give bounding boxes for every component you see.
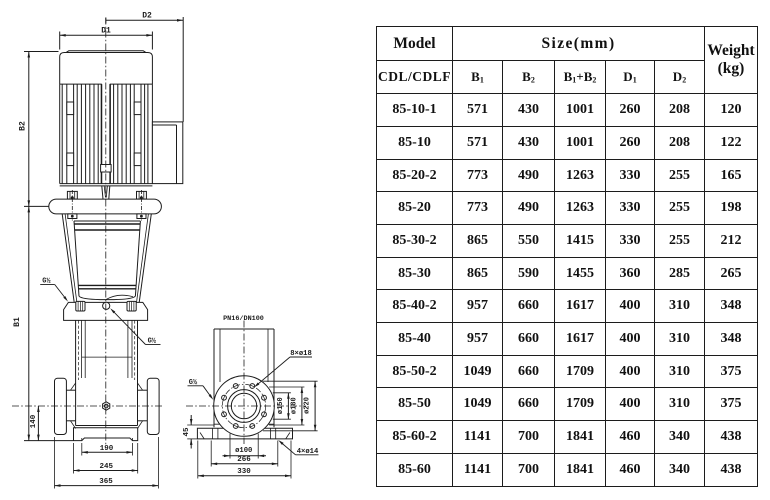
svg-text:4×ø14: 4×ø14 xyxy=(297,448,319,456)
svg-text:G½: G½ xyxy=(189,379,198,387)
svg-text:140: 140 xyxy=(30,414,38,428)
svg-text:G½: G½ xyxy=(42,278,51,286)
svg-text:8×ø18: 8×ø18 xyxy=(290,350,312,358)
svg-text:ø100: ø100 xyxy=(235,447,252,455)
svg-text:D2: D2 xyxy=(142,12,152,21)
svg-text:365: 365 xyxy=(99,478,113,486)
svg-text:B1: B1 xyxy=(13,317,22,327)
svg-text:G½: G½ xyxy=(148,338,157,346)
svg-text:266: 266 xyxy=(237,456,251,464)
svg-text:PN16/DN100: PN16/DN100 xyxy=(223,315,264,323)
svg-text:330: 330 xyxy=(237,468,251,476)
svg-text:ø220: ø220 xyxy=(303,397,311,414)
svg-text:245: 245 xyxy=(99,463,113,471)
svg-text:190: 190 xyxy=(100,445,114,453)
svg-text:45: 45 xyxy=(183,427,191,437)
svg-text:B2: B2 xyxy=(18,121,27,131)
